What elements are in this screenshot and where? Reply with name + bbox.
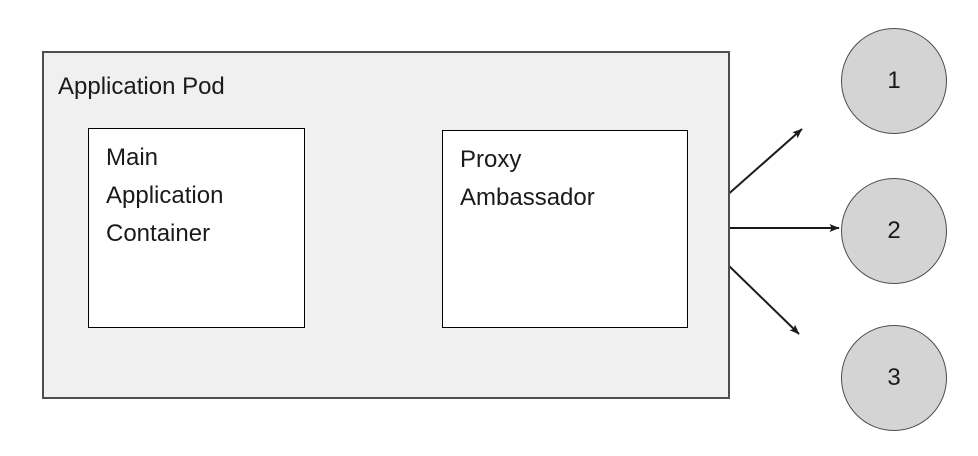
application-pod-label: Application Pod xyxy=(58,73,225,100)
proxy-ambassador-node: Proxy Ambassador xyxy=(442,130,688,328)
backend-service-3-label: 3 xyxy=(887,364,901,391)
main-application-container-node: Main Application Container xyxy=(88,128,305,328)
backend-service-3-node: 3 xyxy=(841,325,947,431)
backend-service-2-label: 2 xyxy=(887,217,901,244)
backend-service-2-node: 2 xyxy=(841,178,947,284)
backend-service-1-label: 1 xyxy=(887,67,901,94)
backend-service-1-node: 1 xyxy=(841,28,947,134)
proxy-ambassador-label: Proxy Ambassador xyxy=(460,146,595,211)
main-application-container-label: Main Application Container xyxy=(106,144,224,247)
